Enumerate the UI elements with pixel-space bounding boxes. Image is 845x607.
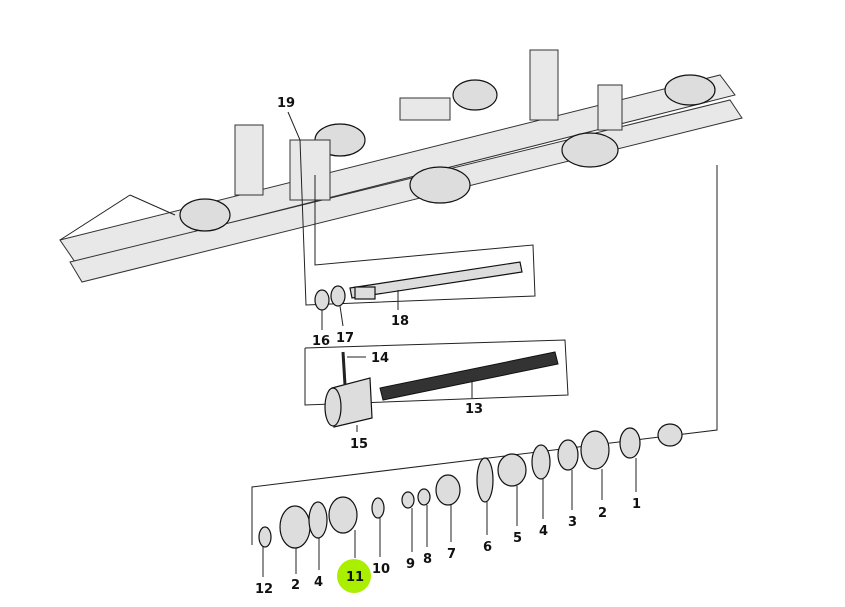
callout-9[interactable]: 9 <box>406 557 415 572</box>
shaft-18 <box>314 261 523 311</box>
callout-14[interactable]: 14 <box>371 351 389 366</box>
callout-2[interactable]: 2 <box>291 578 300 593</box>
highlight-marker[interactable] <box>337 559 371 593</box>
callout-7[interactable]: 7 <box>447 547 456 562</box>
machine-frame <box>59 49 743 283</box>
callout-15[interactable]: 15 <box>350 437 368 452</box>
callout-13[interactable]: 13 <box>465 402 483 417</box>
callout-18[interactable]: 18 <box>391 314 409 329</box>
callout-4[interactable]: 4 <box>314 575 323 590</box>
callout-17[interactable]: 17 <box>336 331 354 346</box>
callout-8[interactable]: 8 <box>423 552 432 567</box>
callout-11[interactable]: 11 <box>346 570 364 585</box>
bottom-parts <box>258 423 683 549</box>
callout-3[interactable]: 3 <box>568 515 577 530</box>
shaft-13 <box>324 351 559 428</box>
callout-2b[interactable]: 2 <box>598 506 607 521</box>
callout-10[interactable]: 10 <box>372 562 390 577</box>
callout-5[interactable]: 5 <box>513 531 522 546</box>
callout-1[interactable]: 1 <box>632 497 641 512</box>
callout-4b[interactable]: 4 <box>539 524 548 539</box>
callout-6[interactable]: 6 <box>483 540 492 555</box>
callout-12[interactable]: 12 <box>255 582 273 597</box>
callout-19[interactable]: 19 <box>277 96 295 111</box>
callout-ticks <box>262 290 637 577</box>
callout-16[interactable]: 16 <box>312 334 330 349</box>
